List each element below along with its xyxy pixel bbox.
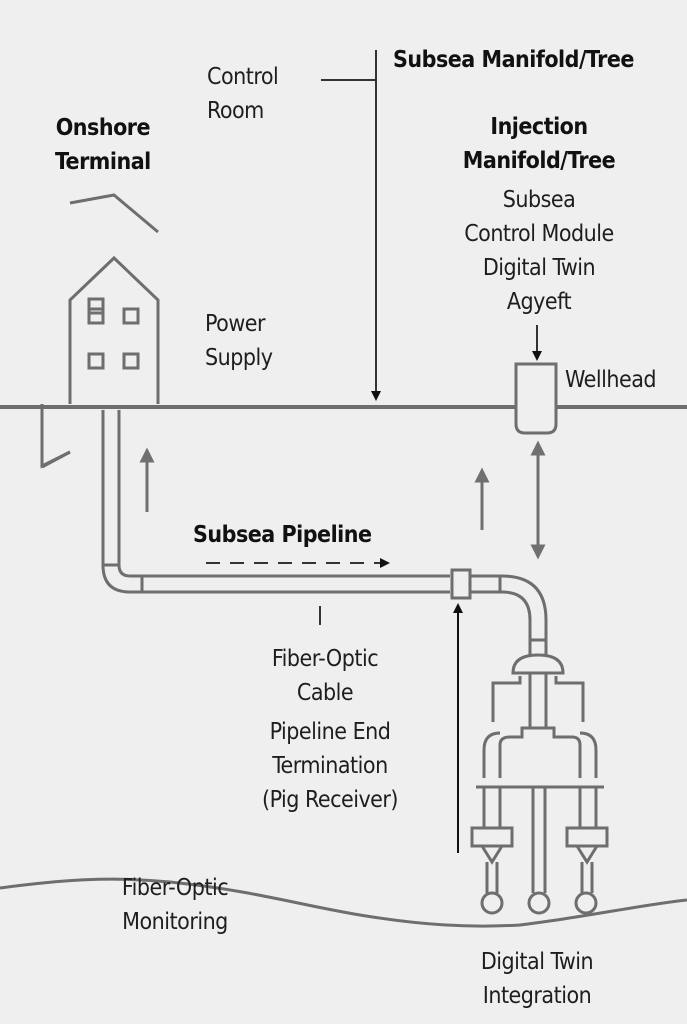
scm-line-1: Subsea — [502, 187, 576, 213]
digital-twin-integration-label: Digital Twin Integration — [452, 945, 622, 1013]
subsea-manifold-tree-label: Subsea Manifold/Tree — [393, 43, 634, 77]
seabed-line — [0, 877, 687, 928]
pipeline-end-termination-label: Pipeline End Termination (Pig Receiver) — [235, 715, 425, 817]
subsea-control-module-label: Subsea Control Module Digital Twin Agyef… — [436, 183, 642, 319]
onshore-terminal-line-1: Onshore — [55, 115, 151, 141]
control-room-line-2: Room — [207, 98, 264, 124]
power-supply-line-1: Power — [205, 311, 265, 337]
wellhead-icon — [514, 362, 558, 435]
injection-manifold-line-1: Injection — [490, 114, 588, 140]
onshore-terminal-label: Onshore Terminal — [55, 111, 151, 179]
scm-line-3: Digital Twin — [482, 255, 596, 281]
subsea-pipeline — [101, 410, 548, 642]
wellhead-text: Wellhead — [565, 367, 657, 393]
fiber-optic-cable-line-1: Fiber-Optic — [271, 646, 379, 672]
scm-line-4: Agyeft — [506, 289, 572, 315]
power-supply-label: Power Supply — [205, 307, 273, 375]
injection-manifold-tree-label: Injection Manifold/Tree — [447, 110, 631, 178]
digital-twin-line-1: Digital Twin — [480, 949, 594, 975]
plet-line-3: (Pig Receiver) — [262, 787, 399, 813]
subsea-manifold-tree-text: Subsea Manifold/Tree — [393, 47, 634, 73]
onshore-terminal-line-2: Terminal — [55, 149, 151, 175]
plet-line-2: Termination — [272, 753, 388, 779]
control-room-label: Control Room — [207, 60, 279, 128]
building-detail — [69, 193, 159, 234]
power-supply-line-2: Supply — [205, 345, 273, 371]
pipeline-end-termination-icon — [450, 568, 472, 600]
injection-manifold-line-2: Manifold/Tree — [462, 148, 616, 174]
scm-line-2: Control Module — [464, 221, 614, 247]
subsea-pipeline-text: Subsea Pipeline — [193, 522, 372, 548]
fiber-optic-monitoring-line-1: Fiber-Optic — [121, 875, 229, 901]
manifold-tree-icon — [470, 640, 609, 915]
plet-line-1: Pipeline End — [269, 719, 391, 745]
wellhead-label: Wellhead — [565, 363, 657, 397]
onshore-terminal-building-icon — [40, 255, 160, 469]
fiber-optic-monitoring-line-2: Monitoring — [122, 909, 228, 935]
fiber-optic-cable-label: Fiber-Optic Cable — [240, 642, 410, 710]
control-room-line-1: Control — [207, 64, 279, 90]
fiber-optic-monitoring-label: Fiber-Optic Monitoring — [95, 871, 255, 939]
fiber-optic-cable-line-2: Cable — [296, 680, 354, 706]
subsea-pipeline-label: Subsea Pipeline — [193, 518, 372, 552]
digital-twin-line-2: Integration — [482, 983, 592, 1009]
